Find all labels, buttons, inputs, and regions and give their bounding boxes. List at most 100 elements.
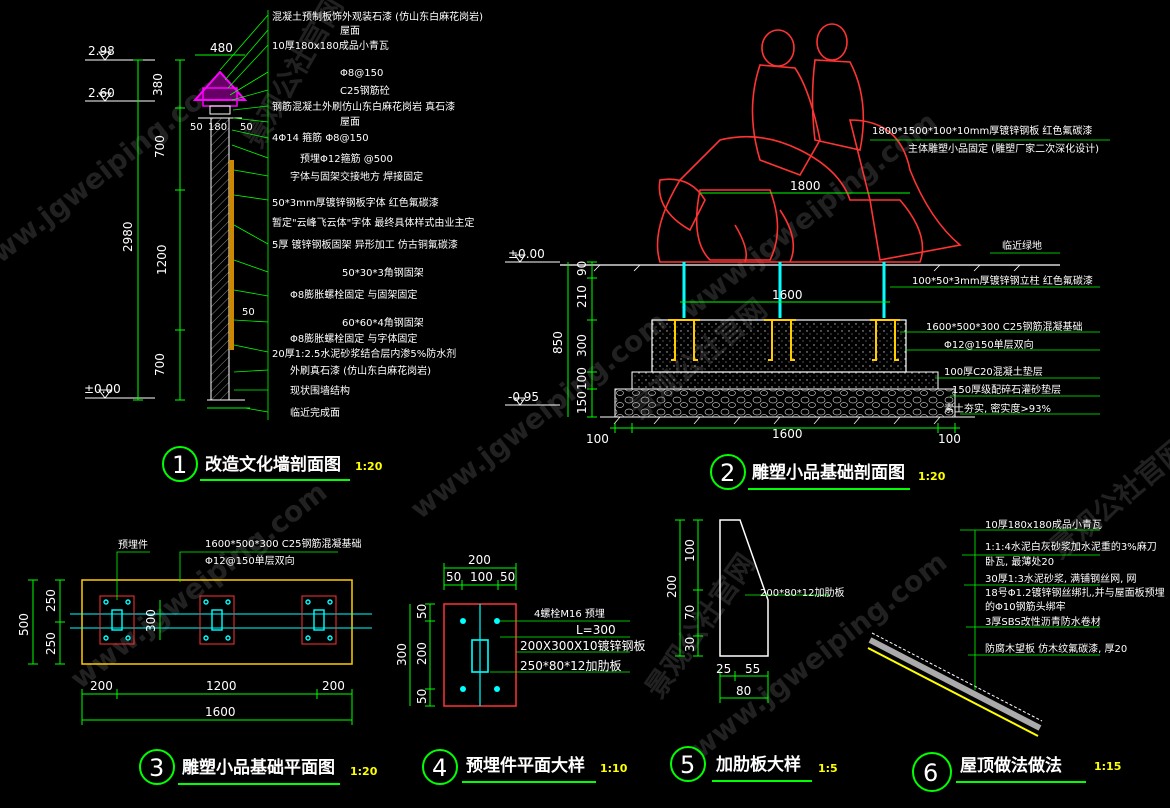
- roof-detail-drawing: 10厚180x180成品小青瓦 1:1:4水泥白灰砂浆加水泥重的3%麻刀 卧瓦,…: [867, 518, 1165, 792]
- left-dim: 250: [44, 589, 58, 612]
- level-label: -0.95: [508, 390, 539, 404]
- roof-note: 防腐木望板 仿木纹氟碳漆, 厚20: [985, 642, 1127, 655]
- wall-note: 屋面: [340, 116, 360, 128]
- drawing-number-circle: [162, 446, 198, 482]
- sculpture-note: 150厚级配碎石灌砂垫层: [952, 383, 1061, 396]
- bottom-total-dim: 1600: [205, 705, 236, 719]
- watermark-text: 景观公社官网: [639, 547, 762, 704]
- drawing-number: 5: [680, 751, 695, 779]
- inner-dim: 300: [144, 609, 158, 632]
- drawing-title: 屋顶做法做法: [960, 755, 1062, 776]
- wall-note: 60*60*4角钢固架: [342, 316, 424, 329]
- foundation-plan-drawing: 预埋件 1600*500*300 C25钢筋混凝基础 Φ12@150单层双向 2…: [17, 537, 378, 785]
- roof-note: 10厚180x180成品小青瓦: [985, 518, 1102, 531]
- drawing-title: 预埋件平面大样: [466, 755, 585, 776]
- roof-note: 的Φ10钢筋头绑牢: [985, 600, 1066, 613]
- height-dim: 90: [575, 261, 589, 276]
- roof-note: 3厚SBS改性沥青防水卷材: [985, 615, 1101, 628]
- bottom-total-dim: 80: [736, 684, 751, 698]
- left-dim: 100: [683, 539, 697, 562]
- left-total-dim: 500: [17, 613, 31, 636]
- height-dim: 210: [575, 285, 589, 308]
- small-dim: 50: [240, 122, 253, 133]
- top-dim: 100: [470, 570, 493, 584]
- sculpture-note: 100*50*3mm厚镀锌钢立柱 红色氟碳漆: [912, 274, 1093, 287]
- height-dim: 1200: [155, 244, 169, 275]
- drawing-scale: 1:20: [350, 765, 378, 778]
- sculpture-note: Φ12@150单层双向: [944, 338, 1034, 351]
- embed-note: 200X300X10镀锌钢板: [520, 639, 646, 653]
- wall-note: 暂定"云峰飞云体"字体 最终具体样式由业主定: [272, 216, 474, 229]
- wall-note: 现状围墙结构: [290, 384, 350, 397]
- sculpture-note: 1800*1500*100*10mm厚镀锌钢板 红色氟碳漆: [872, 124, 1092, 137]
- wall-note: 5厚 镀锌钢板固架 异形加工 仿古铜氟碳漆: [272, 238, 458, 251]
- sculpture-note: 100厚C20混凝土垫层: [944, 365, 1043, 378]
- top-dim: 50: [500, 570, 515, 584]
- drawing-number: 4: [432, 754, 447, 782]
- embed-plate-drawing: 200 50 100 50 50 200 50 300 4螺栓M16 预埋 L=…: [395, 553, 646, 785]
- drawing-title: 改造文化墙剖面图: [205, 454, 341, 475]
- wall-note: 钢筋混凝土外刷仿山东白麻花岗岩 真石漆: [272, 100, 455, 113]
- left-dim: 200: [415, 642, 429, 665]
- wall-note: 临近完成面: [290, 406, 340, 419]
- watermark-text: 景观公社官网: [237, 0, 350, 153]
- wall-body: [210, 117, 230, 401]
- watermark-text: www.jgweiping.com: [64, 475, 333, 695]
- drawing-number-circle: [912, 752, 952, 792]
- drawing-title: 加肋板大样: [715, 754, 801, 775]
- left-dim: 30: [683, 637, 697, 652]
- bottom-dim: 55: [745, 662, 760, 676]
- height-dim: 700: [153, 353, 167, 376]
- drawing-number-circle: [422, 749, 458, 785]
- drawing-title: 雕塑小品基础剖面图: [752, 462, 905, 483]
- total-height-dim: 2980: [121, 221, 135, 252]
- drawing-scale: 1:20: [355, 460, 383, 473]
- top-width-dim: 480: [210, 41, 233, 55]
- small-dim: 50: [190, 122, 203, 133]
- height-dim: 700: [153, 135, 167, 158]
- embed-note: 250*80*12加肋板: [520, 658, 621, 673]
- rib-note: 200*80*12加肋板: [760, 586, 845, 599]
- inner-dim: 1600: [772, 288, 803, 302]
- roof-note: 1:1:4水泥白灰砂浆加水泥重的3%麻刀: [985, 540, 1157, 553]
- sculpture-figure: [656, 23, 962, 263]
- wall-note: 字体与固架交接地方 焊接固定: [290, 170, 423, 183]
- drawing-number: 2: [720, 459, 735, 487]
- wall-note: 20厚1:2.5水泥砂浆结合层内渗5%防水剂: [272, 347, 456, 360]
- left-dim: 250: [44, 632, 58, 655]
- wall-note: Φ8膨胀螺栓固定 与字体固定: [290, 332, 417, 345]
- bottom-dim: 100: [586, 432, 609, 446]
- height-dim: 150: [575, 391, 589, 414]
- wall-note: Φ8膨胀螺栓固定 与固架固定: [290, 288, 417, 301]
- small-dim: 50: [242, 307, 255, 318]
- wall-section-drawing: 2.98 2.60 ±0.00 380 700 1200 700 2980 48…: [84, 10, 483, 482]
- left-dim: 50: [415, 604, 429, 619]
- drawing-scale: 1:20: [918, 470, 946, 483]
- height-dim: 380: [151, 73, 165, 96]
- sculpture-section-drawing: 1800 1800*1500*100*10mm厚镀锌钢板 红色氟碳漆 主体雕塑小…: [505, 23, 1110, 490]
- drawing-scale: 1:5: [818, 762, 838, 775]
- level-label: 2.60: [88, 86, 115, 100]
- rib-plate-outline: [719, 519, 769, 657]
- concrete-cushion: [631, 371, 939, 390]
- concrete-footing: [651, 319, 907, 373]
- left-dim: 70: [683, 605, 697, 620]
- left-total-dim: 300: [395, 643, 409, 666]
- sculpture-note: 素土夯实, 密实度>93%: [944, 402, 1051, 415]
- height-dim: 300: [575, 334, 589, 357]
- wall-note: 外刷真石漆 (仿山东白麻花岗岩): [290, 364, 431, 377]
- embed-label: 预埋件: [118, 539, 148, 551]
- roof-note: 18号Φ1.2镀锌钢丝绑扎,并与屋面板预埋: [985, 586, 1165, 599]
- wall-notes: 混凝土预制板饰外观装石漆 (仿山东白麻花岗岩) 屋面 10厚180x180成品小…: [272, 10, 483, 419]
- roof-cap: [192, 70, 248, 101]
- total-height-dim: 850: [551, 331, 565, 354]
- drawing-scale: 1:15: [1094, 760, 1121, 773]
- bottom-dim: 100: [938, 432, 961, 446]
- bottom-dim: 25: [716, 662, 731, 676]
- wall-note: Φ8@150: [340, 68, 383, 79]
- rib-plate-drawing: 100 70 30 200 200*80*12加肋板 25 55 80 5 加肋…: [665, 519, 845, 782]
- bottom-dim: 1600: [772, 427, 803, 441]
- embed-note: L=300: [576, 623, 616, 637]
- bottom-dim: 200: [322, 679, 345, 693]
